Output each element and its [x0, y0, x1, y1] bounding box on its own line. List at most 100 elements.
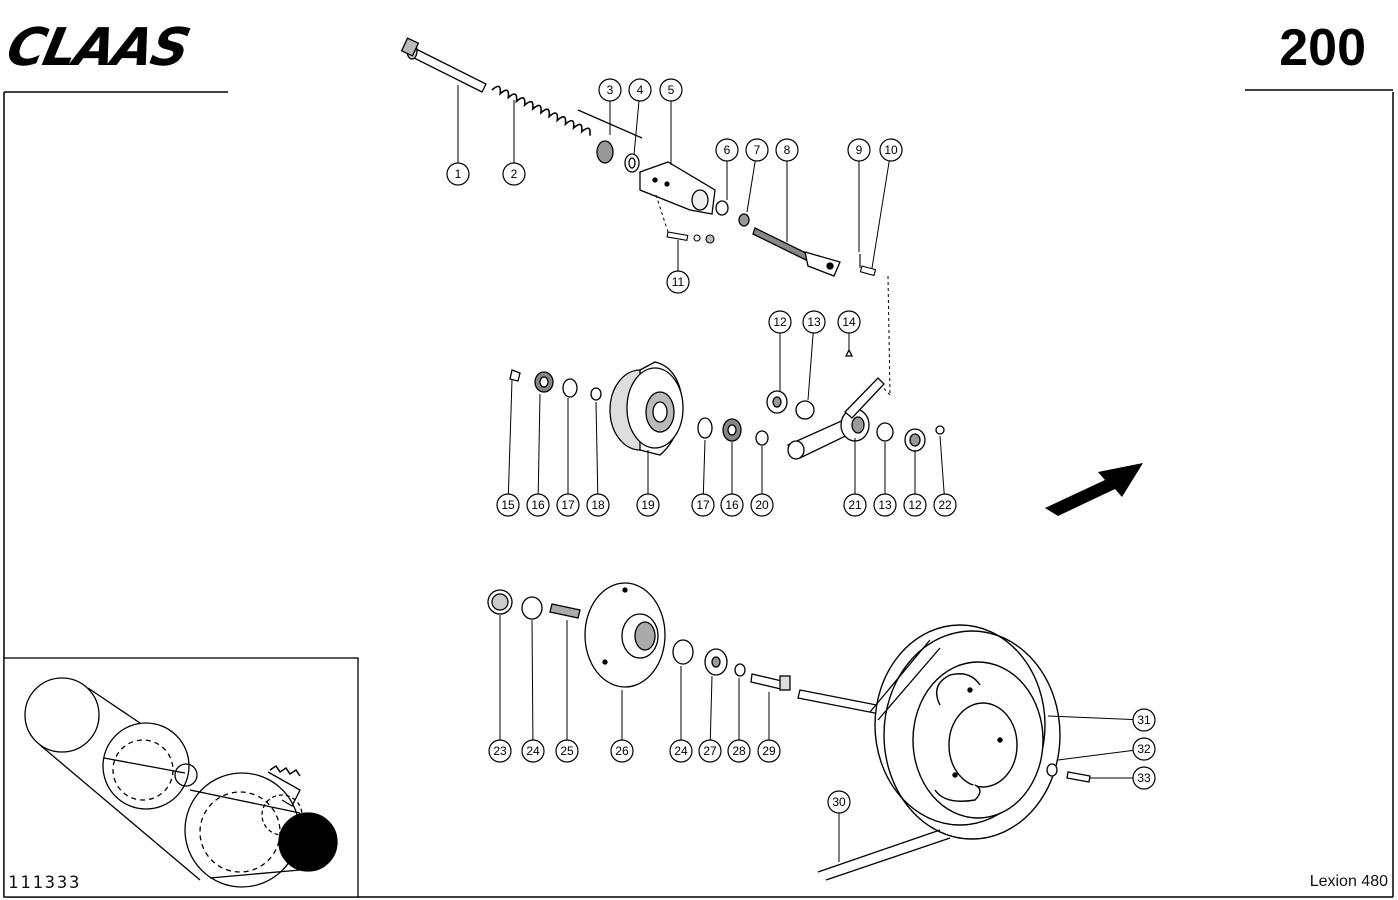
washer-nut-parts-6-7: [715, 200, 750, 227]
callout-label: 19: [641, 498, 655, 512]
callout-label: 10: [884, 143, 898, 157]
belt-layout-inset: [3, 657, 359, 898]
callout-label: 18: [591, 498, 605, 512]
callout-12: 12: [903, 450, 927, 517]
callout-circle: [1132, 708, 1156, 732]
callout-label: 17: [561, 498, 575, 512]
callout-label: 7: [754, 143, 761, 157]
callout-leader-line: [537, 393, 541, 506]
document-number: 111333: [8, 873, 82, 893]
callout-circle: [446, 162, 470, 186]
callout-leader-line: [709, 675, 713, 752]
callout-24: 24: [521, 619, 545, 763]
callout-leader-line: [531, 619, 534, 752]
callout-label: 31: [1137, 713, 1151, 727]
callout-31: 31: [1047, 708, 1156, 732]
callout-circle: [933, 493, 957, 517]
callout-label: 33: [1137, 771, 1151, 785]
bearing-rings-parts-15-18: [509, 369, 602, 401]
model-name: Lexion 480: [1309, 873, 1388, 890]
page-number: 200: [1279, 19, 1366, 77]
callout-circle: [698, 739, 722, 763]
callout-8: 8: [775, 138, 799, 242]
callout-circle: [610, 739, 634, 763]
callout-label: 11: [672, 275, 685, 289]
callout-12: 12: [768, 310, 792, 392]
callout-label: 24: [674, 744, 688, 758]
callout-label: 25: [560, 744, 574, 758]
bolt-part-11: [666, 231, 715, 244]
callout-label: 3: [607, 83, 614, 97]
direction-arrow-icon: [1045, 463, 1143, 516]
callout-21: 21: [843, 438, 867, 517]
callout-circle: [502, 162, 526, 186]
callout-circle: [802, 310, 826, 334]
flange-part-26: [584, 582, 666, 688]
callout-circle: [903, 493, 927, 517]
callout-label: 8: [784, 143, 791, 157]
pin-parts-9-10: [859, 254, 877, 277]
callout-circle: [628, 78, 652, 102]
idler-pulley-part-19: [609, 361, 684, 456]
callout-leader-line: [807, 321, 815, 401]
callout-circle: [827, 790, 851, 814]
callout-circle: [720, 493, 744, 517]
callout-label: 6: [724, 143, 731, 157]
callout-circle: [727, 739, 751, 763]
callout-circle: [636, 493, 660, 517]
callout-circle: [873, 493, 897, 517]
callout-label: 24: [526, 744, 540, 758]
callout-circle: [556, 493, 580, 517]
callout-19: 19: [636, 450, 660, 517]
callout-circle: [768, 310, 792, 334]
callout-15: 15: [496, 379, 520, 517]
callout-9: 9: [847, 138, 871, 252]
callout-leader-line: [871, 149, 892, 269]
callout-16: 16: [720, 442, 744, 517]
callout-label: 23: [493, 744, 507, 758]
callout-32: 32: [1057, 737, 1156, 761]
callout-circle: [775, 138, 799, 162]
callout-2: 2: [502, 100, 526, 186]
callout-circle: [879, 138, 903, 162]
callout-28: 28: [727, 678, 751, 763]
callout-label: 30: [832, 795, 846, 809]
callout-13: 13: [802, 310, 826, 401]
callout-circle: [715, 138, 739, 162]
hub-parts-23-25: [487, 589, 581, 620]
callout-label: 32: [1137, 742, 1151, 756]
callout-label: 4: [637, 83, 644, 97]
callout-circle: [843, 493, 867, 517]
callout-circle: [526, 493, 550, 517]
callout-27: 27: [698, 675, 722, 763]
callout-3: 3: [598, 78, 622, 135]
bolt-washer-parts-32-33: [1046, 763, 1091, 783]
callout-30: 30: [827, 790, 851, 862]
bracket-part-5: [639, 161, 716, 215]
callout-label: 16: [531, 498, 545, 512]
callout-circle: [666, 270, 690, 294]
callout-label: 21: [848, 498, 862, 512]
callout-1: 1: [446, 85, 470, 186]
callout-label: 27: [703, 744, 717, 758]
callout-circle: [598, 78, 622, 102]
callout-label: 12: [773, 315, 787, 329]
callout-circle: [745, 138, 769, 162]
callout-25: 25: [555, 620, 579, 763]
callout-6: 6: [715, 138, 739, 200]
callout-4: 4: [628, 78, 652, 156]
callout-circle: [837, 310, 861, 334]
callout-leader-line: [1057, 748, 1145, 761]
callout-leader-line: [1047, 715, 1145, 721]
callout-label: 1: [455, 167, 462, 181]
callout-label: 13: [807, 315, 821, 329]
callout-label: 2: [511, 167, 518, 181]
callout-23: 23: [488, 615, 512, 763]
callout-circle: [521, 739, 545, 763]
callout-label: 28: [732, 744, 746, 758]
callout-label: 13: [878, 498, 892, 512]
callout-circle: [1132, 737, 1156, 761]
callout-leader-line: [507, 379, 513, 506]
